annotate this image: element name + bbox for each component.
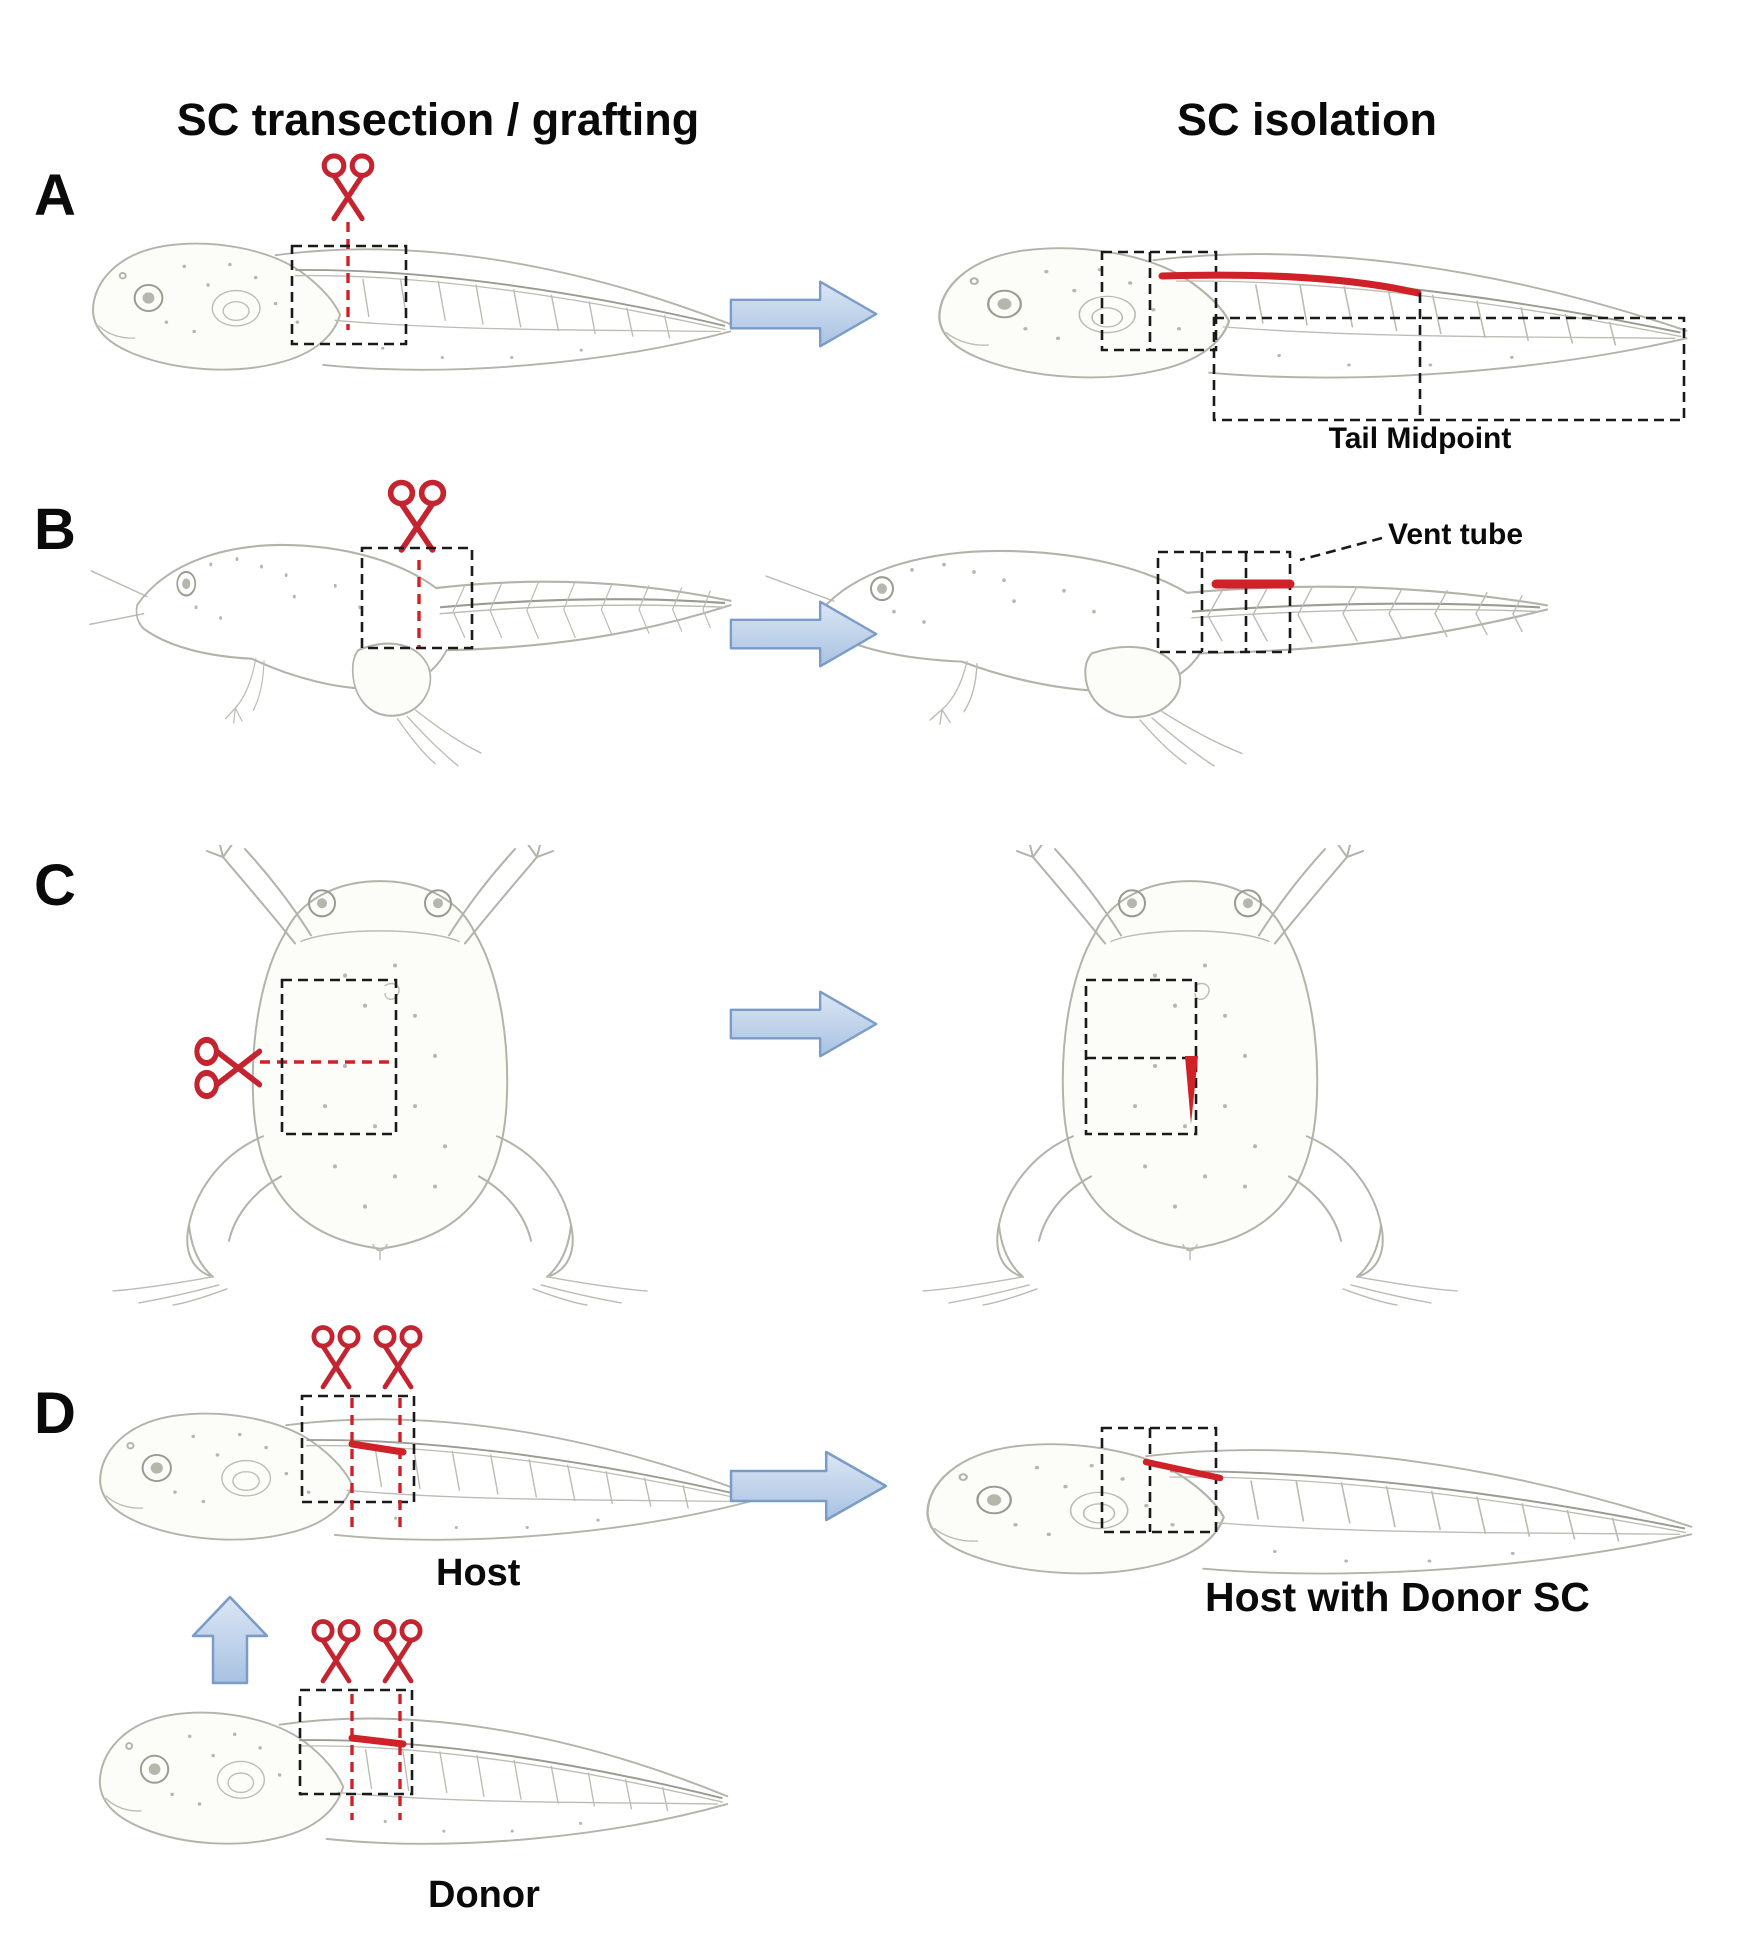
arrow-up-icon [191,1595,269,1685]
scissors-icon [376,1327,420,1386]
graft-spinal-cord-segment-host [348,1440,407,1456]
host-label: Host [436,1552,521,1594]
tail-midpoint-label: Tail Midpoint [1328,422,1512,455]
scissors-icon [376,1621,420,1680]
tadpole-d-donor [98,1711,729,1845]
column-header-right: SC isolation [1176,94,1438,145]
tail-region-box-a [1212,316,1686,422]
isolated-spinal-cord-mark-c [1185,1056,1198,1124]
dissection-region-box-a-right [1100,250,1218,352]
panel-label-a: A [34,163,76,228]
scissors-icon [314,1327,358,1386]
panel-label-c: C [34,853,76,918]
graft-region-box-host [300,1394,416,1504]
arrow-right-icon [729,990,878,1058]
tadpole-a-right [938,247,1688,379]
host-with-donor-sc-label: Host with Donor SC [1205,1574,1590,1620]
vent-tube-leader-line [1299,536,1383,562]
dissection-region-box-b-right [1156,550,1292,654]
scissors-icon [197,1040,260,1096]
frog-c-left [111,845,649,1306]
scissors-icon [314,1621,358,1680]
scissors-icon [391,483,444,551]
froglet-b-right [762,549,1549,767]
tadpole-d-result [926,1443,1693,1575]
vent-tube-label: Vent tube [1388,518,1524,551]
dissection-region-box-b-left [360,546,474,650]
panel-label-d: D [34,1381,76,1446]
panel-label-b: B [34,497,76,562]
froglet-b-left [88,543,732,767]
graft-spinal-cord-segment-donor [348,1734,407,1748]
donor-spinal-cord-in-host-line [1142,1458,1224,1482]
scissors-icon [324,156,372,219]
isolated-spinal-cord-line-a [1158,271,1422,297]
arrow-right-icon [729,600,878,668]
column-header-left: SC transection / grafting [176,94,700,145]
donor-label: Donor [428,1874,540,1916]
region-divider-lines-b [1200,552,1248,652]
dissection-region-box-c-left [280,978,398,1136]
graft-cut-lines-donor [350,1694,402,1820]
tadpole-d-host [99,1412,751,1541]
dissection-region-box-a-left [290,244,408,346]
graft-cut-lines-host [350,1398,402,1532]
graft-region-box-donor [298,1688,414,1796]
arrow-right-icon [729,1450,888,1522]
arrow-right-icon [729,280,878,348]
tadpole-a-left [91,242,732,371]
